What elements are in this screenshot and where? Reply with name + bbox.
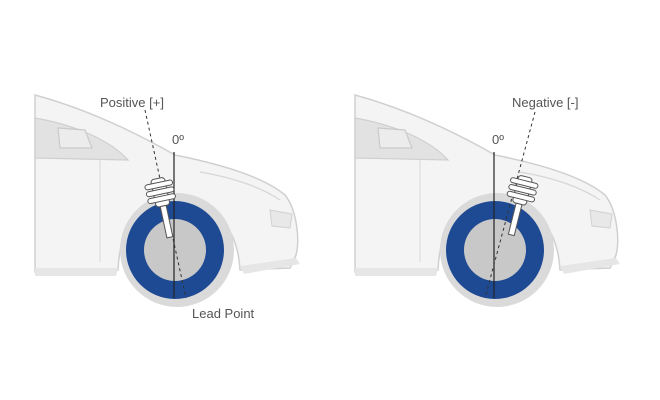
negative-caster-panel: Negative [-] 0º: [320, 0, 650, 400]
wheel-assembly: [120, 193, 234, 307]
wheel-assembly: [440, 193, 554, 307]
strut-assembly: [144, 177, 176, 239]
caster-direction-label: Positive [+]: [100, 95, 164, 110]
negative-caster-illustration: [354, 94, 620, 307]
wheel-hub: [464, 219, 526, 281]
positive-caster-illustration: [34, 94, 300, 307]
zero-degree-label: 0º: [172, 132, 184, 147]
positive-caster-panel: Positive [+] 0º Lead Point: [34, 94, 300, 321]
zero-degree-label: 0º: [492, 132, 504, 147]
car-body: [354, 94, 620, 276]
steering-axis-line: [484, 111, 536, 299]
wheel-hub: [144, 219, 206, 281]
strut-assembly: [506, 175, 539, 237]
lead-point-label: Lead Point: [192, 306, 255, 321]
caster-direction-label: Negative [-]: [512, 95, 579, 110]
